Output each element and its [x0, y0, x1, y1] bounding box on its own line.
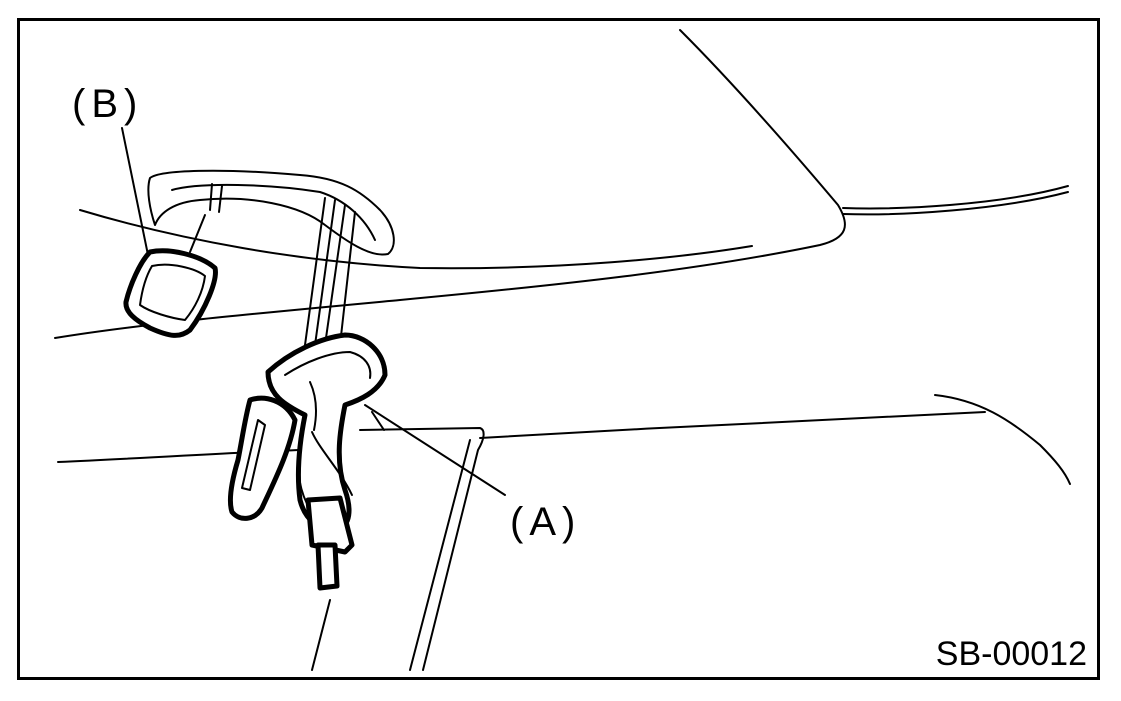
part-b-leader-line: [121, 127, 149, 256]
belt-guide-inner: [209, 183, 213, 211]
callout-label-a: (A): [510, 500, 582, 544]
belt-webbing: [314, 199, 336, 346]
part-a-stopper-inner: [284, 351, 372, 379]
belt-guide-escutcheon: [147, 169, 395, 256]
belt-webbing: [324, 204, 346, 346]
part-b-cover-inner: [139, 263, 206, 321]
seat-shoulder-curve: [934, 394, 1071, 485]
body-panel-line: [842, 185, 1069, 210]
part-a-leader-line: [364, 404, 506, 496]
part-b-leader-line: [189, 214, 206, 253]
belt-webbing: [339, 211, 356, 346]
belt-webbing: [304, 197, 326, 346]
callout-label-b: (B): [72, 82, 144, 126]
belt-guide-inner: [218, 185, 223, 213]
buckle-latch-stem: [315, 542, 340, 591]
buckle-latch: [305, 495, 355, 555]
figure-frame: [17, 18, 1100, 680]
seatback-panel: [311, 599, 331, 671]
figure-id-label: SB-00012: [935, 635, 1087, 673]
seatback-panel: [409, 439, 471, 671]
belt-tongue-plate: [227, 395, 298, 521]
rear-window-curve: [54, 29, 846, 339]
part-a-belt-stopper: [265, 332, 388, 533]
belt-webbing-loop: [311, 431, 353, 496]
part-a-stopper-inner: [309, 381, 318, 431]
body-panel-line: [842, 191, 1069, 216]
shelf-edge-line: [79, 209, 753, 270]
belt-tongue-slot: [241, 419, 266, 491]
seatback-top-line: [479, 411, 986, 439]
part-a-leader-line: [371, 411, 385, 431]
part-b-cover: [123, 248, 218, 338]
belt-guide-slot: [171, 183, 376, 241]
seatback-panel: [359, 427, 485, 671]
